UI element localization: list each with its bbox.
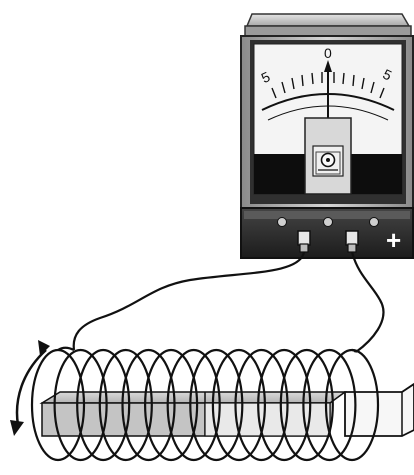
galvanometer-top-rim (245, 26, 411, 36)
scale-label-center: 0 (324, 45, 332, 61)
base-screw-left (278, 218, 287, 227)
galvanometer-top-cap (247, 14, 409, 26)
base-screw-right (370, 218, 379, 227)
coil-lead-left (58, 348, 74, 350)
coil-lead-right (352, 350, 356, 352)
terminal-negative (298, 231, 310, 252)
connecting-wires (74, 252, 384, 352)
wire-left (74, 252, 304, 350)
wire-right (352, 252, 383, 352)
galvanometer: 5 0 5 + (241, 14, 413, 258)
terminal-positive (346, 231, 358, 252)
bar-magnet (42, 384, 414, 436)
galvanometer-pivot-center (326, 158, 330, 162)
terminal-plus-sign: + (386, 225, 401, 255)
base-screw-center (324, 218, 333, 227)
magnet-top-face (42, 392, 345, 403)
